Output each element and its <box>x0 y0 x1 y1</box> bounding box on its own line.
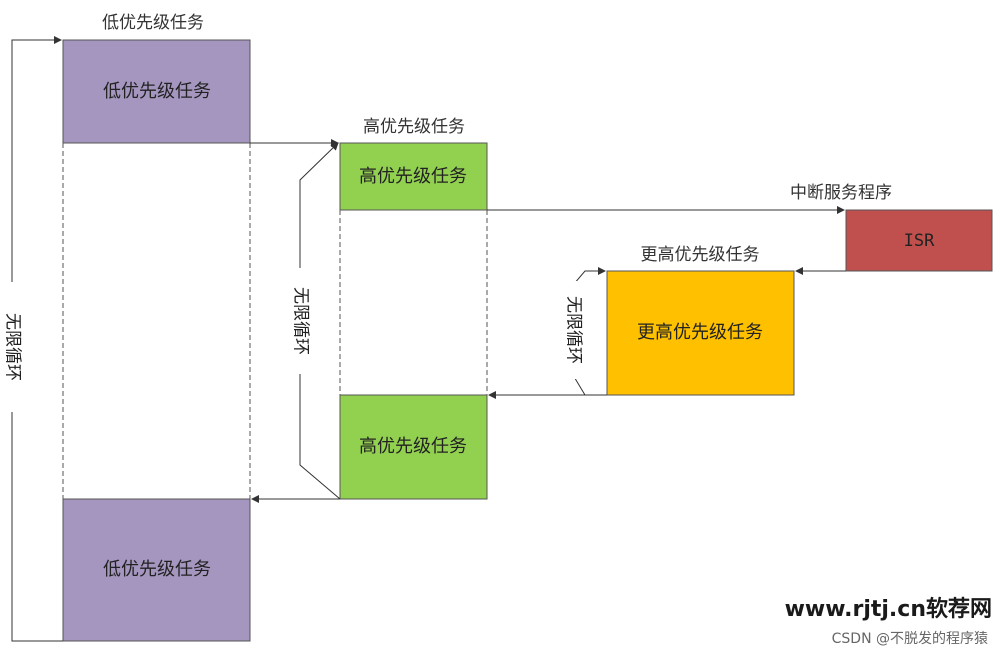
low-task-box-top <box>62 39 251 144</box>
middle-loop-label: 无限循环 <box>291 287 311 355</box>
high-task-box-top-text: 高优先级任务 <box>359 166 467 187</box>
watermark-site: www.rjtj.cn软荐网 <box>785 596 992 622</box>
inner-loop-label-bg <box>563 281 583 379</box>
high-task-box-bottom <box>339 394 488 500</box>
outer-loop-label: 无限循环 <box>3 313 23 381</box>
higher-task-box <box>606 270 795 396</box>
isr-top-label: 中断服务程序 <box>790 183 892 203</box>
outer-loop-label-bg <box>2 282 22 412</box>
inner-loop-label: 无限循环 <box>564 296 584 364</box>
low-task-top-label: 低优先级任务 <box>102 13 204 33</box>
higher-task-box-text: 更高优先级任务 <box>637 322 763 343</box>
higher-task-top-label: 更高优先级任务 <box>641 245 760 265</box>
isr-box <box>845 209 993 272</box>
low-task-box-bottom <box>62 498 251 642</box>
middle-loop-label-bg <box>290 268 310 374</box>
isr-box-text: ISR <box>904 231 935 251</box>
low-task-box-top-text: 低优先级任务 <box>103 81 211 102</box>
low-task-box-bottom-text: 低优先级任务 <box>103 559 211 580</box>
watermark-credit: CSDN @不脱发的程序猿 <box>832 631 988 647</box>
high-task-box-bottom-text: 高优先级任务 <box>359 436 467 457</box>
high-task-top-label: 高优先级任务 <box>363 117 465 137</box>
high-task-box-top <box>339 142 488 211</box>
